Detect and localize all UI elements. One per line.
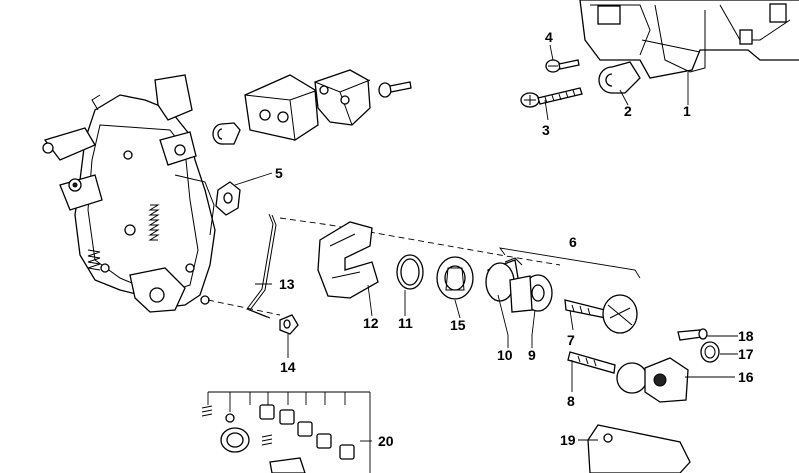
rubber-block	[244, 74, 319, 141]
callout-19: 19	[560, 432, 576, 448]
callout-2: 2	[624, 103, 632, 119]
screw-18	[677, 328, 708, 341]
assembly-axis-line	[279, 217, 561, 266]
callout-labels: 1 2 3 4 5 6 7 8 9 10 11 12 13 14 15 16 1…	[275, 29, 754, 449]
retaining-ring-11	[396, 254, 424, 290]
key-7	[564, 294, 638, 334]
callout-1: 1	[683, 103, 691, 119]
callout-4: 4	[545, 29, 553, 45]
key-8	[567, 351, 648, 394]
spacer-bushing	[212, 122, 241, 145]
bushing-2	[598, 61, 641, 94]
callout-14: 14	[280, 359, 296, 375]
callout-9: 9	[528, 347, 536, 363]
callout-5: 5	[275, 165, 283, 181]
door-lock-mechanism	[42, 74, 216, 313]
stop-plate	[314, 69, 371, 126]
callout-8: 8	[567, 393, 575, 409]
key-16	[644, 357, 689, 403]
lock-cover-12	[317, 221, 379, 299]
lock-cylinder-9	[509, 274, 553, 313]
callout-3: 3	[542, 122, 550, 138]
screw-3	[520, 87, 583, 108]
assembly-axis-line-2	[207, 299, 281, 316]
callout-7: 7	[567, 332, 575, 348]
lock-cylinder-10	[485, 257, 523, 302]
callout-10: 10	[497, 347, 513, 363]
grommet-5	[215, 181, 241, 216]
callout-20: 20	[378, 433, 394, 449]
cap-17	[700, 341, 720, 363]
screw-4	[545, 59, 580, 73]
callout-15: 15	[450, 317, 466, 333]
linkage-rod-13	[246, 213, 277, 319]
callout-18: 18	[738, 328, 754, 344]
callout-17: 17	[738, 346, 754, 362]
clip-14	[279, 314, 299, 335]
door-handle-bracket	[579, 0, 799, 79]
leader-lines	[234, 44, 738, 442]
tumbler-set-20	[201, 391, 371, 473]
seal-ring-15	[436, 256, 474, 300]
callout-13: 13	[279, 276, 295, 292]
key-case-19	[587, 424, 691, 473]
callout-6: 6	[569, 234, 577, 250]
callout-16: 16	[738, 369, 754, 385]
stop-screw	[378, 81, 412, 98]
callout-11: 11	[398, 315, 413, 331]
callout-12: 12	[363, 315, 379, 331]
